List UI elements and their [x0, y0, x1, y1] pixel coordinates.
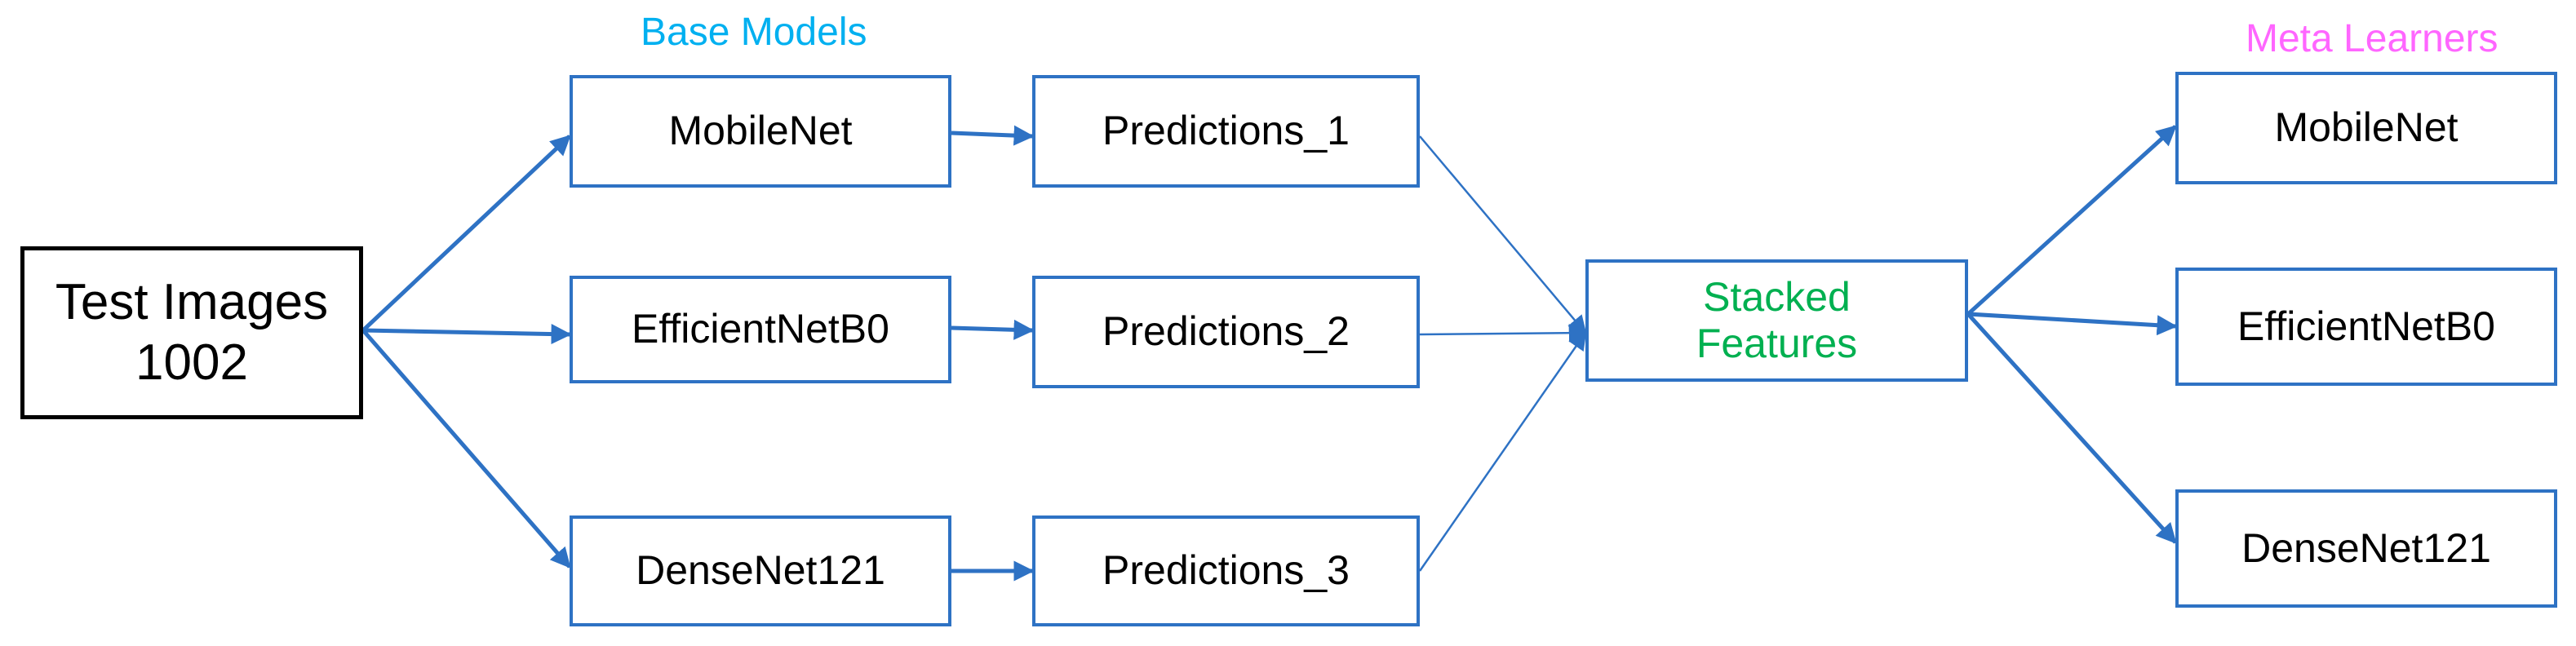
arrow-predictions-3-to-stacked — [1418, 331, 1587, 572]
predictions-2-box: Predictions_2 — [1032, 276, 1420, 388]
test-images-box: Test Images 1002 — [20, 246, 363, 419]
meta-learner-label: MobileNet — [2274, 104, 2459, 151]
meta-learner-densenet121: DenseNet121 — [2175, 489, 2557, 608]
predictions-3-box: Predictions_3 — [1032, 515, 1420, 626]
stacked-features-line1: Stacked — [1703, 273, 1851, 320]
base-model-mobilenet: MobileNet — [570, 75, 951, 188]
arrow-predictions-1-to-stacked — [1419, 135, 1587, 334]
stacked-features-line2: Features — [1696, 321, 1858, 366]
base-model-label: DenseNet121 — [636, 547, 885, 594]
base-models-label: Base Models — [641, 11, 867, 54]
predictions-label: Predictions_2 — [1102, 308, 1350, 355]
arrow-input-to-mobilenet — [361, 135, 571, 332]
test-images-count: 1002 — [135, 334, 248, 391]
meta-learner-mobilenet: MobileNet — [2175, 72, 2557, 184]
predictions-1-box: Predictions_1 — [1032, 75, 1420, 188]
meta-learner-efficientnetb0: EfficientNetB0 — [2175, 268, 2557, 386]
arrow-mobilenet-to-predictions-1 — [951, 125, 1035, 146]
arrow-input-to-efficientnetb0 — [362, 324, 572, 345]
arrow-stacked-to-meta-densenet121 — [1966, 312, 2177, 544]
predictions-label: Predictions_3 — [1102, 547, 1350, 594]
base-model-densenet121: DenseNet121 — [570, 515, 951, 626]
arrow-predictions-2-to-stacked — [1419, 323, 1588, 343]
base-model-label: MobileNet — [668, 108, 853, 154]
base-model-efficientnetb0: EfficientNetB0 — [570, 276, 951, 383]
predictions-label: Predictions_1 — [1102, 108, 1350, 154]
arrow-stacked-to-meta-mobilenet — [1966, 125, 2177, 316]
base-model-label: EfficientNetB0 — [632, 306, 889, 352]
test-images-title: Test Images — [55, 273, 329, 330]
arrow-efficientnetb0-to-predictions-2 — [951, 319, 1035, 340]
meta-learner-label: DenseNet121 — [2241, 524, 2491, 571]
meta-learners-label: Meta Learners — [2246, 17, 2498, 60]
stacked-features-box: Stacked Features — [1585, 259, 1968, 382]
arrow-input-to-densenet121 — [361, 329, 571, 569]
meta-learner-label: EfficientNetB0 — [2237, 303, 2495, 349]
arrow-stacked-to-meta-efficientnetb0 — [1967, 312, 2178, 336]
